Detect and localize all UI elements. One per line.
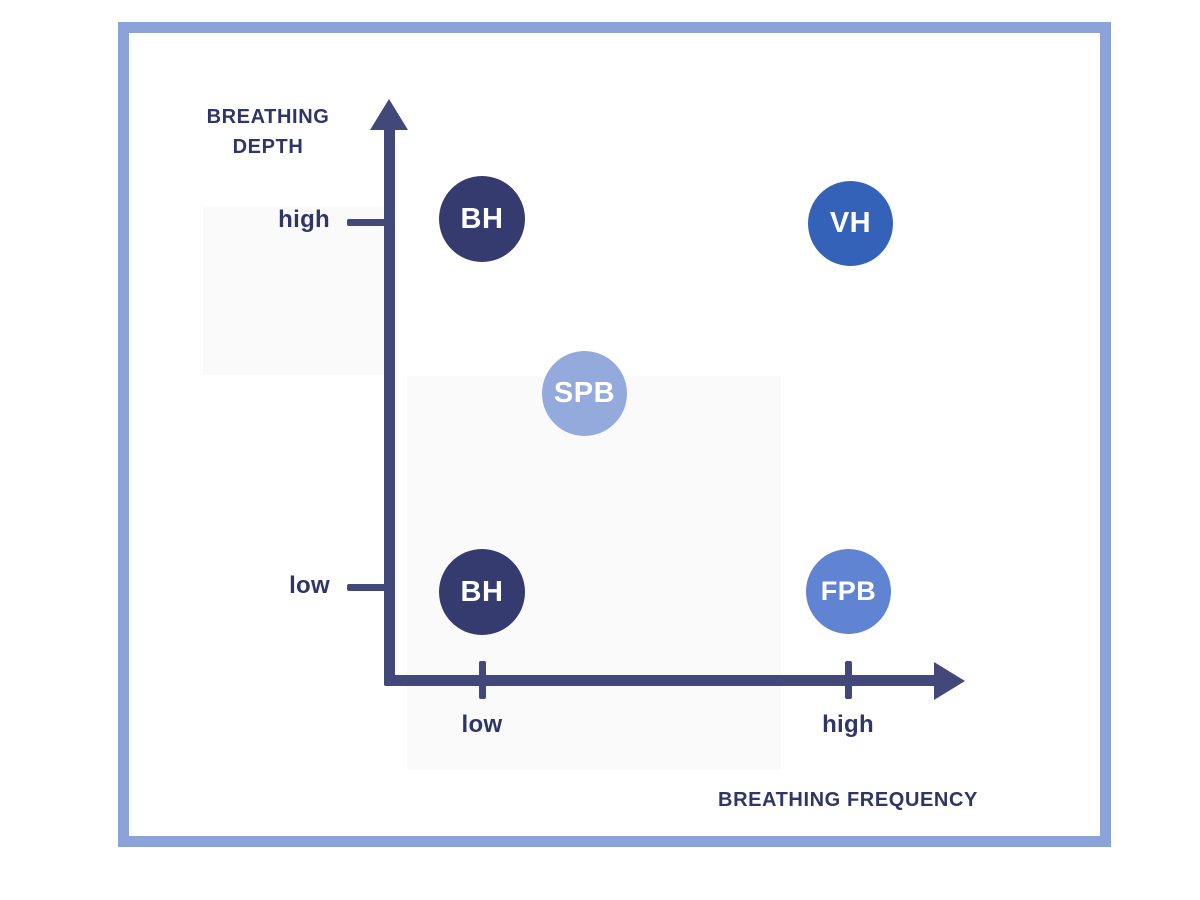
y-axis-arrow-icon bbox=[370, 99, 408, 130]
x-axis-line bbox=[384, 675, 937, 686]
x-axis-title: BREATHING FREQUENCY bbox=[718, 789, 978, 811]
y-tick-low bbox=[347, 584, 395, 591]
background-shade bbox=[203, 207, 391, 375]
data-point-bh-low-depth: BH bbox=[439, 549, 525, 635]
data-point-bh-high-depth: BH bbox=[439, 176, 525, 262]
data-point-label: BH bbox=[460, 575, 504, 608]
x-tick-low bbox=[479, 661, 486, 699]
data-point-label: SPB bbox=[553, 377, 616, 409]
data-point-label: FPB bbox=[820, 576, 877, 606]
chart-frame bbox=[118, 22, 1111, 847]
y-axis-title-line1: BREATHING bbox=[206, 106, 330, 128]
data-point-vh: VH bbox=[808, 181, 893, 266]
x-tick-high bbox=[845, 661, 852, 699]
x-axis-arrow-icon bbox=[934, 662, 965, 700]
y-tick-high bbox=[347, 219, 395, 226]
data-point-fpb: FPB bbox=[806, 549, 891, 634]
y-axis-line bbox=[384, 118, 395, 686]
y-tick-label-high: high bbox=[278, 206, 330, 233]
data-point-label: BH bbox=[460, 202, 504, 235]
data-point-label: VH bbox=[829, 207, 872, 239]
y-tick-label-low: low bbox=[289, 572, 330, 599]
data-point-spb: SPB bbox=[542, 351, 627, 436]
y-axis-title: BREATHING DEPTH bbox=[180, 102, 356, 162]
x-tick-label-low: low bbox=[461, 711, 503, 738]
x-tick-label-high: high bbox=[822, 711, 874, 738]
y-axis-title-line2: DEPTH bbox=[232, 136, 304, 158]
